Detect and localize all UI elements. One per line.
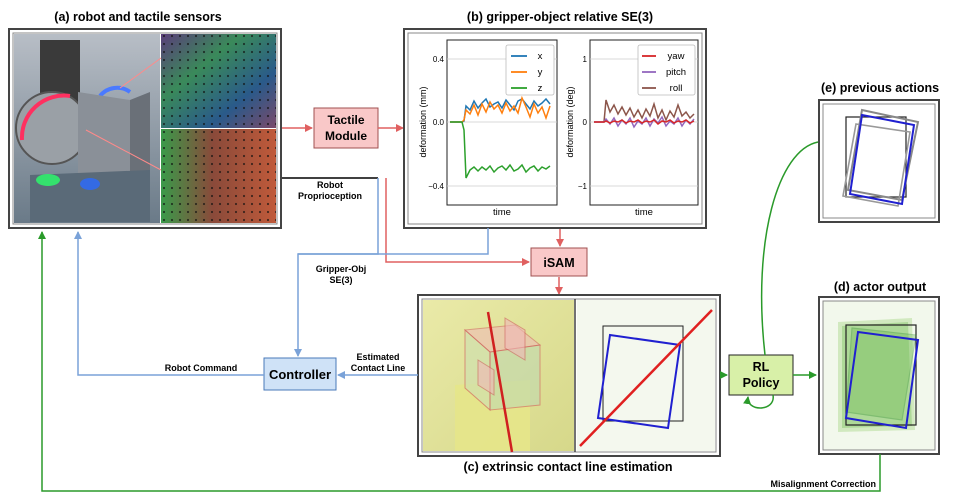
robot-proprio-label-1: Robot: [317, 180, 343, 190]
plot-translation-legend: x y z: [505, 44, 555, 96]
tactile-image-top: [161, 34, 276, 128]
series-x-line: [450, 97, 551, 123]
estimated-contact-label-2: Contact Line: [351, 363, 406, 373]
plot-translation-ytick-1: 0.0: [433, 118, 445, 127]
tactile-module-node: Tactile Module: [313, 107, 379, 149]
sensor-pointer-bottom: [85, 129, 162, 171]
plot-translation-ytick-0: 0.4: [433, 55, 445, 64]
legend-x: x: [538, 51, 543, 62]
robot-command-label: Robot Command: [165, 363, 238, 373]
plot-translation-ylabel: deformation (mm): [418, 86, 428, 157]
plot-rotation-ylabel: deformation (deg): [565, 86, 575, 157]
panel-e-title: (e) previous actions: [821, 81, 939, 95]
estimated-contact-label-1: Estimated: [356, 352, 399, 362]
contact-2d-view: [577, 300, 715, 451]
plot-translation-ytick-2: −0.4: [428, 182, 444, 191]
edge-controller-to-robot: [74, 231, 264, 376]
plot-rotation: 1 0 −1 deformation (deg) time yaw pitch …: [565, 39, 699, 218]
plot-rotation-ytick-1: 0: [583, 118, 588, 127]
edge-plots-to-controller: [298, 228, 489, 255]
tactile-image-bottom: [161, 129, 276, 223]
legend-roll: roll: [670, 83, 683, 94]
controller-label: Controller: [269, 367, 331, 382]
controller-node: Controller: [263, 357, 337, 391]
isam-label: iSAM: [543, 256, 574, 270]
legend-y: y: [538, 67, 543, 78]
gripper-obj-label-1: Gripper-Obj: [316, 264, 367, 274]
robot-photo: [14, 34, 160, 223]
rl-policy-label-1: RL: [753, 360, 770, 374]
legend-pitch: pitch: [666, 67, 686, 78]
plot-translation-xlabel: time: [493, 207, 511, 218]
legend-yaw: yaw: [668, 51, 685, 62]
panel-b-frame: [403, 28, 707, 229]
series-z-line: [450, 121, 551, 179]
sensor-pointer-top: [119, 57, 162, 89]
tactile-module-label-2: Module: [325, 129, 367, 143]
series-y-line: [450, 95, 551, 123]
panel-c-title: (c) extrinsic contact line estimation: [463, 460, 672, 474]
edge-proprio-to-isam: [385, 178, 530, 266]
panel-a-title: (a) robot and tactile sensors: [54, 10, 221, 24]
gripper-obj-label-2: SE(3): [329, 275, 352, 285]
misalignment-label: Misalignment Correction: [770, 479, 876, 489]
plot-rotation-legend: yaw pitch roll: [637, 44, 696, 96]
series-yaw-line: [594, 119, 695, 125]
tactile-module-label-1: Tactile: [327, 113, 364, 127]
previous-actions-view: [842, 108, 920, 207]
panel-a-frame: [8, 28, 282, 229]
actor-output-view: [838, 318, 920, 432]
legend-z: z: [538, 83, 543, 94]
rl-policy-label-2: Policy: [743, 376, 780, 390]
series-roll-line: [594, 99, 695, 123]
series-pitch-line: [594, 115, 695, 129]
panel-d-title: (d) actor output: [834, 280, 927, 294]
plot-rotation-xlabel: time: [635, 207, 653, 218]
edge-rl-self-loop: [743, 394, 774, 409]
isam-node: iSAM: [530, 247, 588, 277]
contact-3d-view: [423, 300, 574, 453]
edge-previous-actions-to-rl: [760, 141, 819, 356]
robot-proprio-label-2: Proprioception: [298, 191, 362, 201]
rl-policy-node: RL Policy: [728, 354, 794, 396]
plot-rotation-ytick-0: 1: [583, 55, 588, 64]
plot-rotation-ytick-2: −1: [578, 182, 588, 191]
panel-b-title: (b) gripper-object relative SE(3): [467, 10, 653, 24]
plot-translation: 0.4 0.0 −0.4 deformation (mm) time x y z: [418, 39, 558, 218]
edge-misalignment-feedback: [38, 231, 881, 492]
